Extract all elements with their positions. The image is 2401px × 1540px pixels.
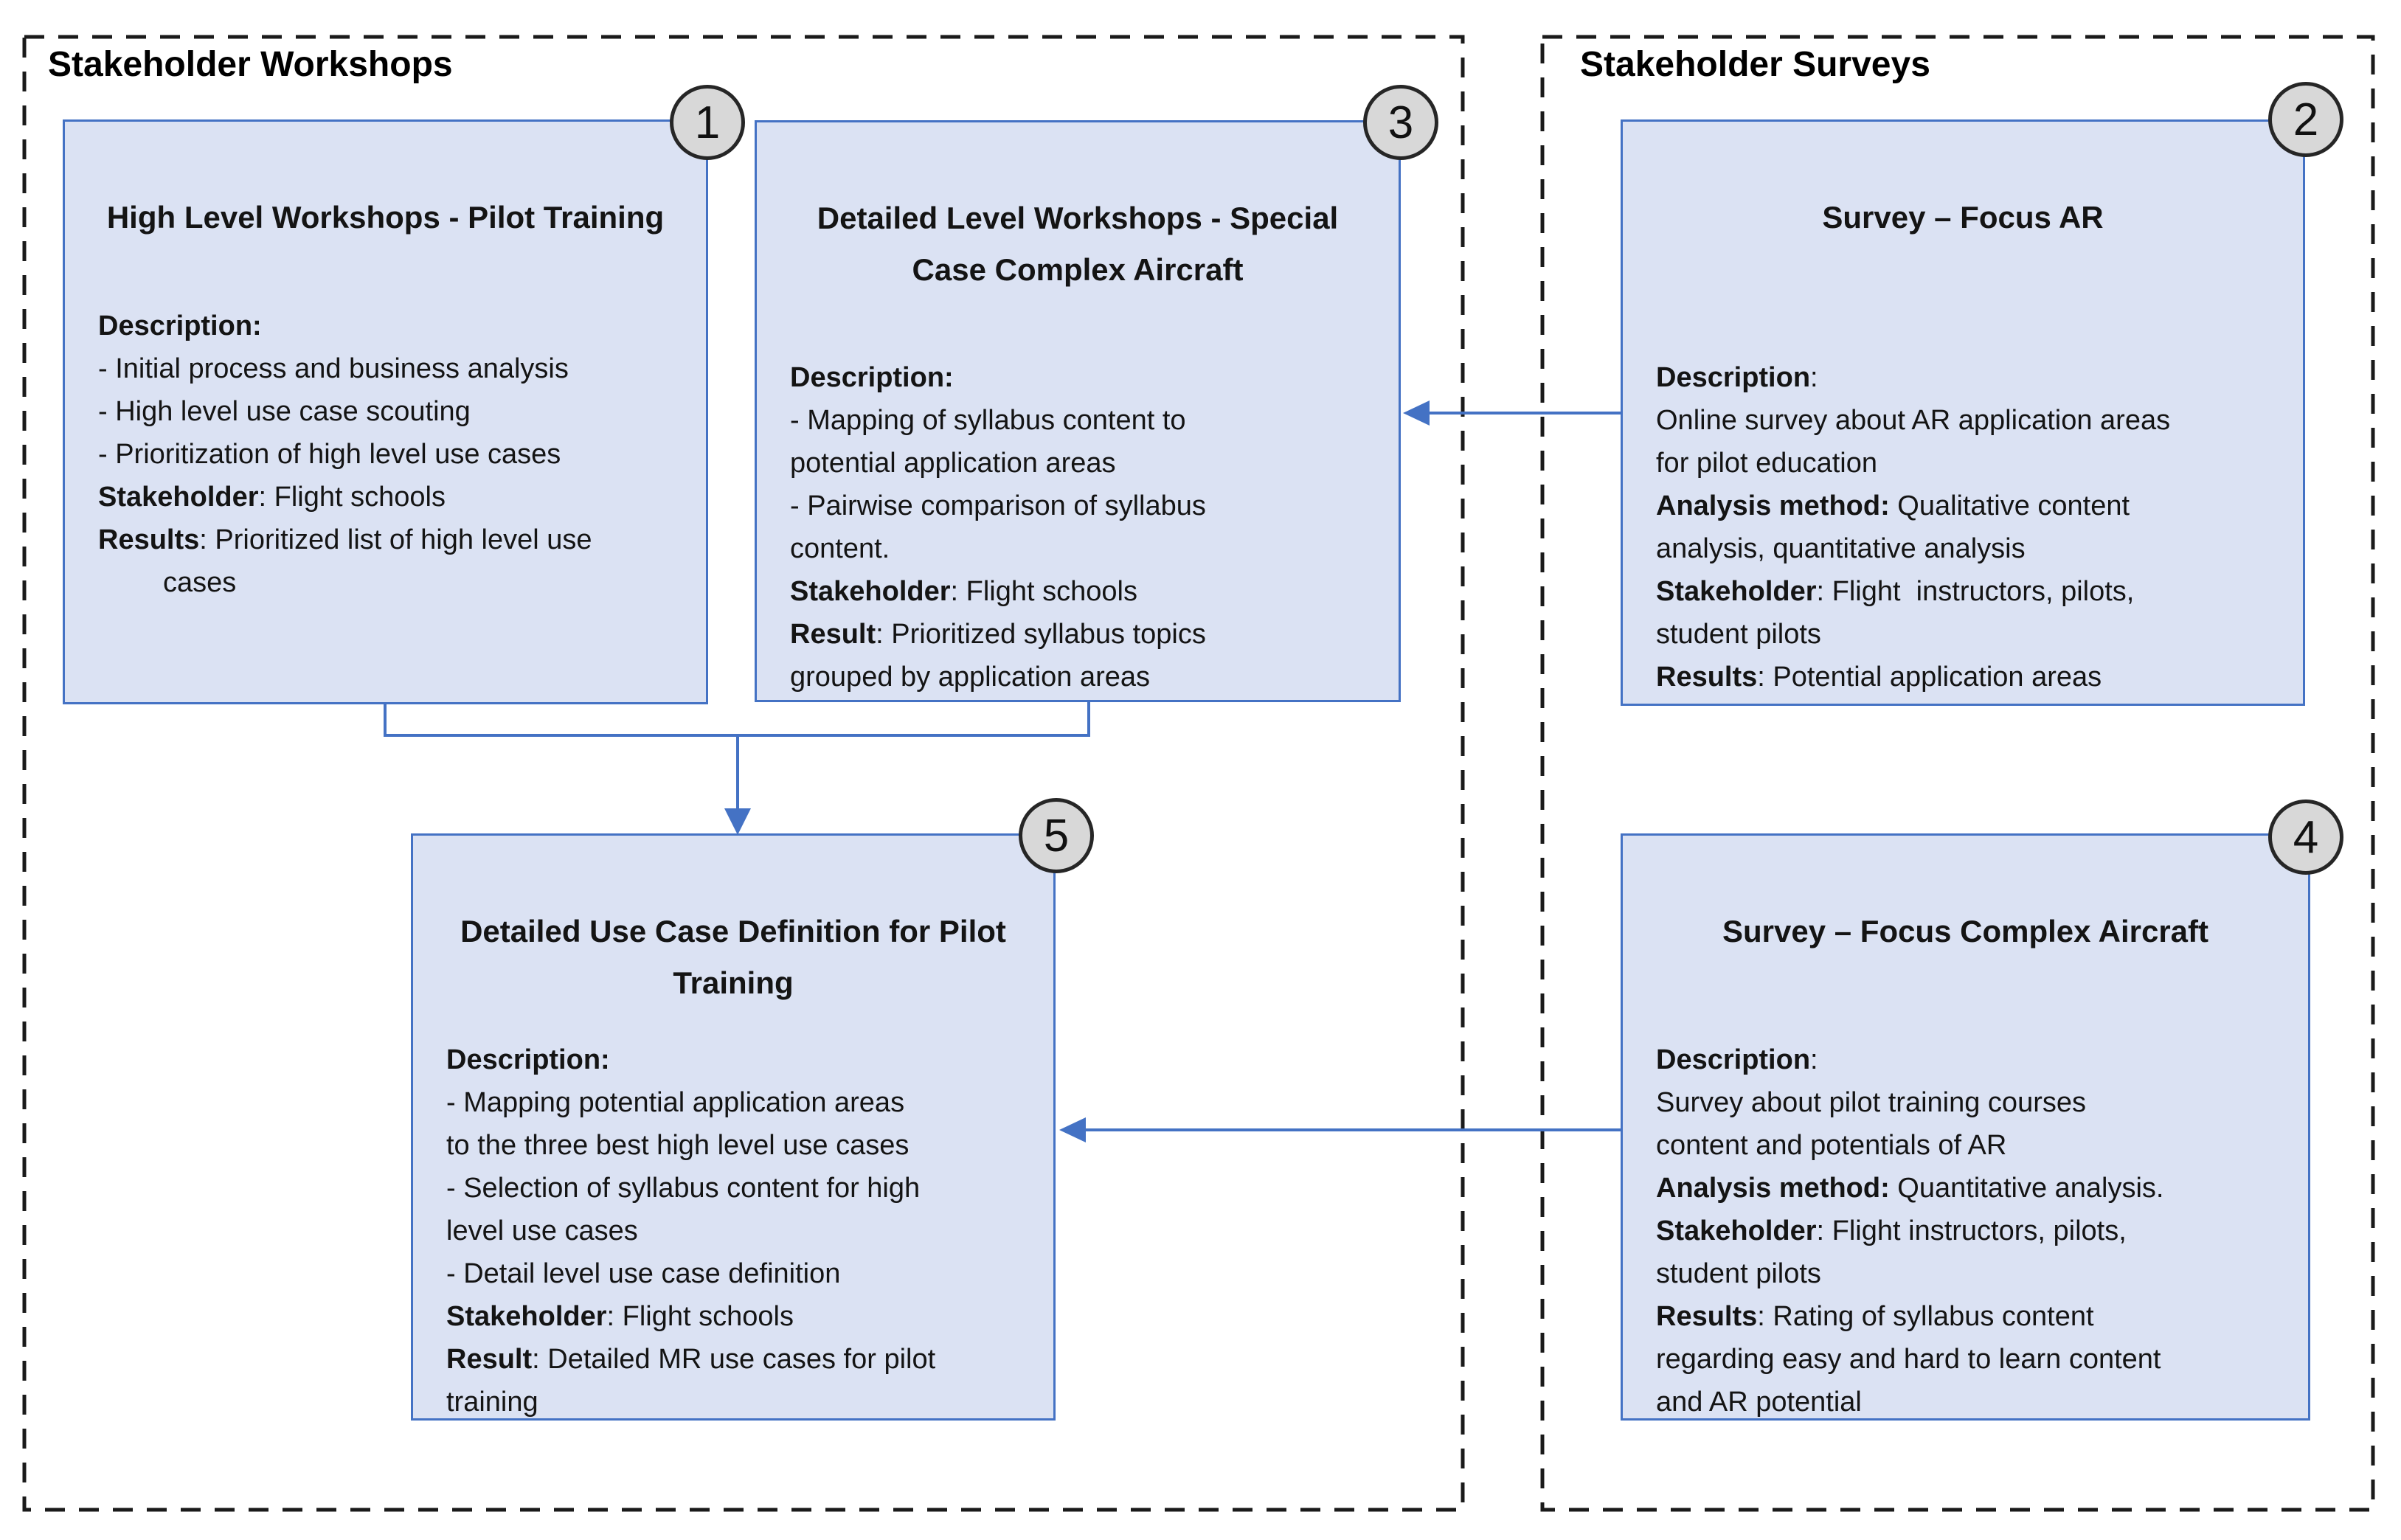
box-detailed-level-workshops: Detailed Level Workshops - Special Case … [755,120,1401,702]
surveys-group-border [1540,35,2375,1512]
step-badge-5: 5 [1019,798,1094,873]
box-survey-focus-ar: Survey – Focus AR Description:Online sur… [1621,119,2305,706]
workshops-group-border [22,35,1465,1512]
left-arrowhead-bottom [1059,1117,1086,1142]
box-body: Description:- Mapping potential applicat… [446,1044,936,1418]
box-high-level-workshops: High Level Workshops - Pilot Training De… [63,119,708,704]
box-body: Description:- Mapping of syllabus conten… [790,362,1206,693]
down-arrowhead [724,808,751,835]
merge-connector-line [384,702,1090,811]
step-badge-4: 4 [2268,800,2343,875]
box-title: Detailed Level Workshops - Special Case … [817,201,1339,287]
step-badge-1: 1 [670,85,745,160]
box-survey-focus-complex-aircraft: Survey – Focus Complex Aircraft Descript… [1621,833,2310,1421]
surveys-group-label: Stakeholder Surveys [1580,45,1930,84]
box-detailed-use-case-definition: Detailed Use Case Definition for Pilot T… [411,833,1056,1421]
box-body: Description:Survey about pilot training … [1656,1044,2164,1418]
left-arrowhead-top [1403,400,1430,426]
box-title: Survey – Focus AR [1822,200,2104,235]
box-body: Description:Online survey about AR appli… [1656,362,2171,693]
step-badge-2: 2 [2268,82,2343,157]
workshops-group-label: Stakeholder Workshops [48,45,453,84]
box-title: High Level Workshops - Pilot Training [106,200,665,235]
box-body: Description:- Initial process and busine… [98,311,592,598]
box-title: Detailed Use Case Definition for Pilot T… [460,914,1006,1000]
box-title: Survey – Focus Complex Aircraft [1722,914,2208,948]
step-badge-3: 3 [1363,85,1438,160]
